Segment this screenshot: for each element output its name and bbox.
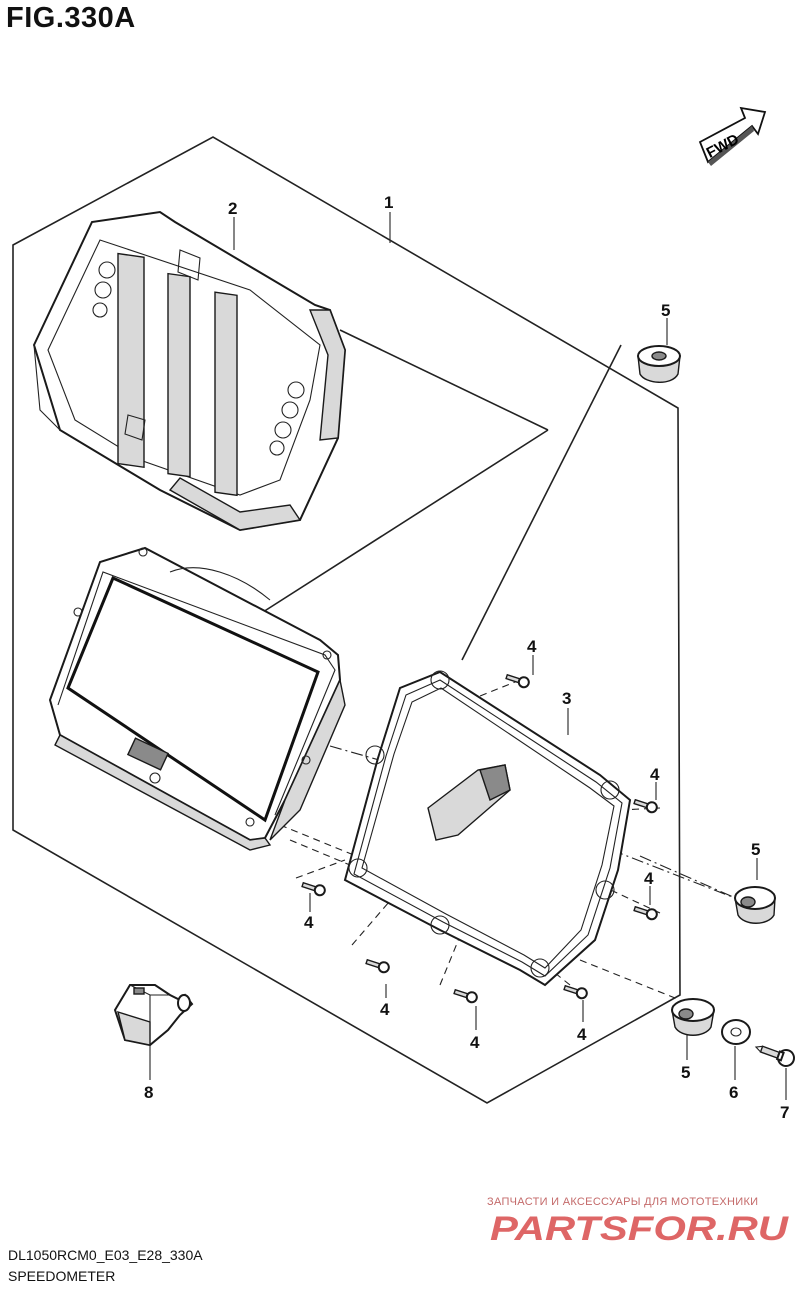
grommet-icon xyxy=(671,998,715,1036)
grommet-icon xyxy=(637,345,681,383)
callout-5: 5 xyxy=(681,1063,690,1082)
callout-4: 4 xyxy=(304,913,314,932)
grommets xyxy=(637,345,776,1036)
watermark-logo-text: PARTSFOR.RU xyxy=(490,1210,790,1248)
callout-4: 4 xyxy=(650,765,660,784)
watermark-subtitle: ЗАПЧАСТИ И АКСЕССУАРЫ ДЛЯ МОТОТЕХНИКИ xyxy=(487,1196,759,1208)
screw-icon xyxy=(453,988,478,1004)
grommet-icon xyxy=(734,886,776,924)
callout-4: 4 xyxy=(380,1000,390,1019)
callout-7: 7 xyxy=(780,1103,789,1122)
screw-icon xyxy=(633,905,658,921)
callout-2: 2 xyxy=(228,199,237,218)
assembly-boundary xyxy=(12,136,681,1104)
callouts: 1 2 3 4 4 4 4 4 4 4 5 5 5 6 7 8 xyxy=(144,193,789,1122)
callout-4: 4 xyxy=(644,869,654,888)
callout-6: 6 xyxy=(729,1083,738,1102)
leader-lines xyxy=(149,212,787,1100)
meter-body xyxy=(48,546,346,851)
callout-4: 4 xyxy=(470,1033,480,1052)
diagram-model-code: DL1050RCM0_E03_E28_330A xyxy=(8,1247,203,1263)
screw-icon xyxy=(563,984,588,1000)
diagram-caption: SPEEDOMETER xyxy=(8,1268,116,1284)
bolt-icon xyxy=(754,1045,795,1067)
callout-5: 5 xyxy=(661,301,670,320)
forward-arrow-icon: FWD xyxy=(698,106,767,166)
callout-1: 1 xyxy=(384,193,393,212)
meter-cover xyxy=(32,210,347,532)
callout-4: 4 xyxy=(577,1025,587,1044)
screw-icon xyxy=(505,673,530,689)
callout-4: 4 xyxy=(527,637,537,656)
screws xyxy=(301,673,658,1004)
connector-icon xyxy=(113,984,194,1047)
watermark-logo: PARTSFOR.RU xyxy=(490,1210,790,1248)
callout-3: 3 xyxy=(562,689,571,708)
figure-title: FIG.330A xyxy=(6,2,136,34)
screw-icon xyxy=(365,958,390,974)
washer-icon xyxy=(721,1019,751,1045)
callout-8: 8 xyxy=(144,1083,153,1102)
meter-gasket xyxy=(343,670,632,987)
screw-icon xyxy=(301,881,326,897)
screw-icon xyxy=(633,798,658,814)
callout-5: 5 xyxy=(751,840,760,859)
